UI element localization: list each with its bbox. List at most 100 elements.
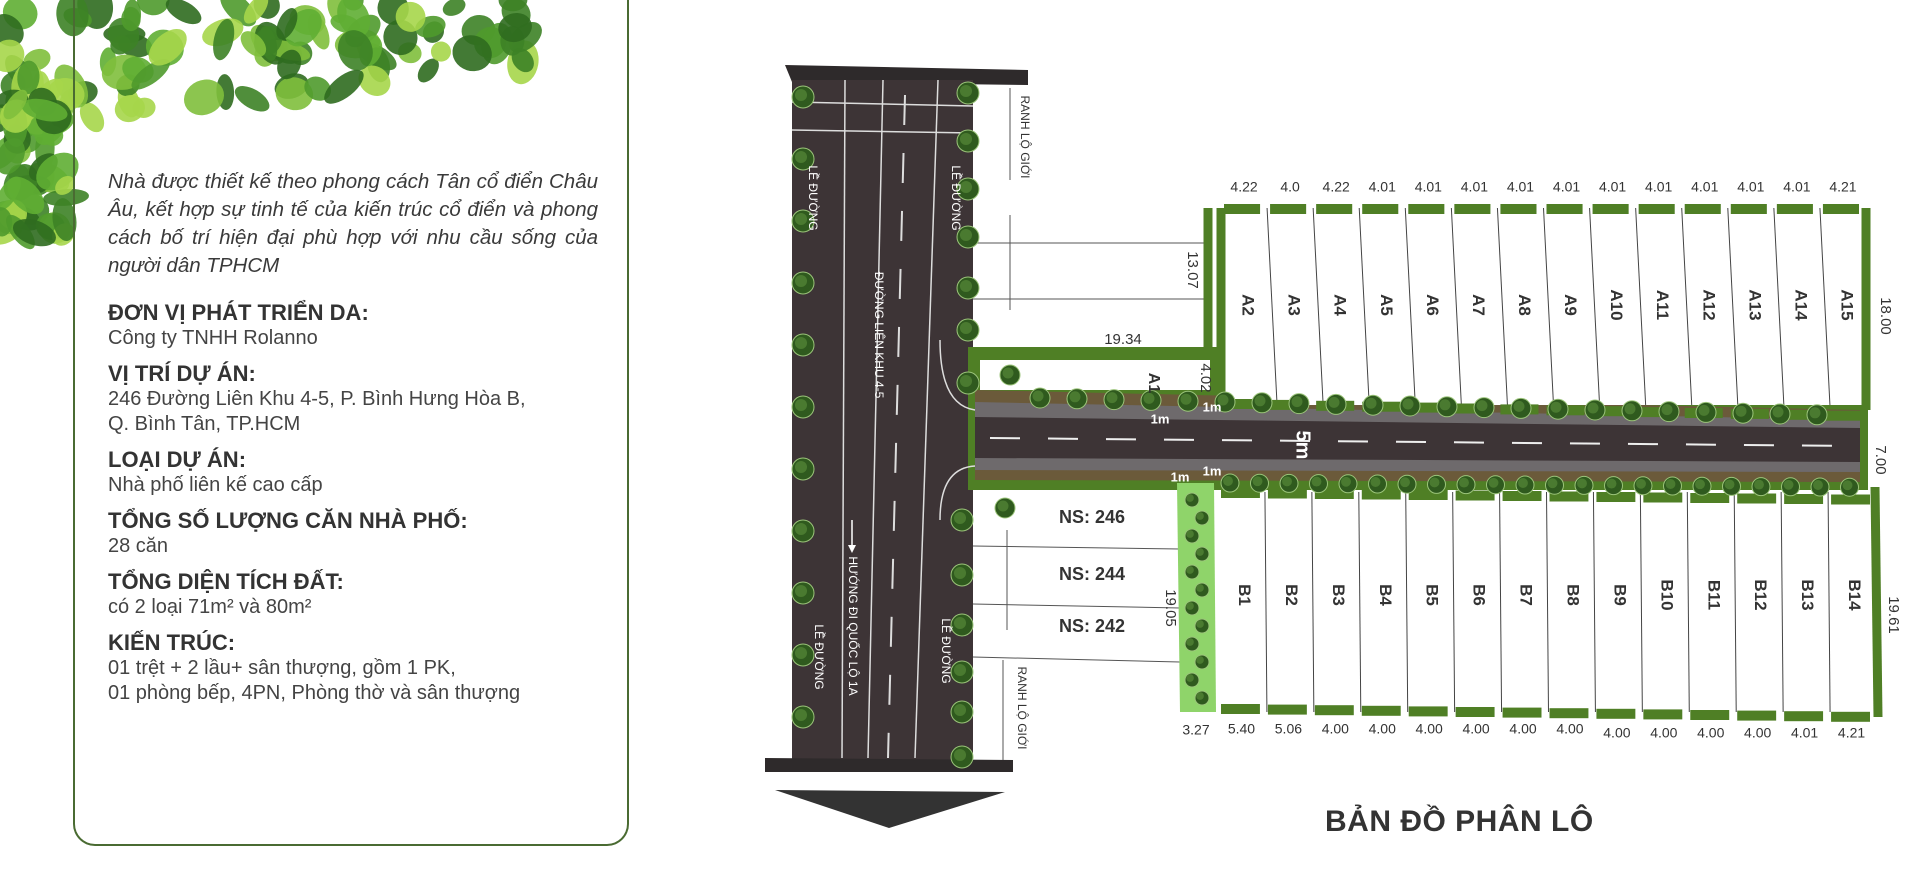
leaf bbox=[417, 58, 439, 83]
tree-leaves-decoration bbox=[0, 0, 542, 250]
lot-label-B11: B11 bbox=[1704, 580, 1723, 610]
b-right-border bbox=[1870, 486, 1883, 718]
tree-highlight bbox=[1636, 478, 1646, 489]
lot-width: 4.01 bbox=[1645, 179, 1672, 195]
lot-rear-bar bbox=[1831, 711, 1870, 722]
lot-divider bbox=[1266, 207, 1278, 406]
tree-highlight bbox=[1842, 480, 1853, 491]
tree-highlight bbox=[959, 84, 973, 98]
tree-icon bbox=[1473, 397, 1495, 419]
leaf bbox=[121, 6, 141, 32]
side-road-width-label: 5m bbox=[1292, 431, 1314, 460]
lot-divider bbox=[1450, 207, 1462, 406]
tree-highlight bbox=[1196, 512, 1204, 520]
lot-front-bar bbox=[1314, 489, 1354, 499]
tree-highlight bbox=[953, 748, 967, 762]
tree-highlight bbox=[1328, 396, 1340, 408]
lot-rear-bar bbox=[1267, 704, 1307, 715]
tree-highlight bbox=[1196, 656, 1204, 664]
tree-icon bbox=[1427, 474, 1446, 494]
b-left-depth-label: 19.05 bbox=[1162, 589, 1179, 627]
lot-label-B2: B2 bbox=[1282, 584, 1301, 606]
lot-divider bbox=[1589, 207, 1601, 406]
lot-front-bar bbox=[1690, 493, 1730, 503]
lot-label-A1: A1 bbox=[1145, 373, 1162, 394]
sidewalk-width-label: 1m bbox=[1203, 399, 1222, 414]
lot-width: 4.01 bbox=[1415, 179, 1442, 195]
lot-front-bar bbox=[1316, 204, 1353, 214]
leaf bbox=[0, 207, 13, 237]
lot-rear-bar bbox=[1638, 407, 1677, 418]
lot-front-bar bbox=[1502, 491, 1542, 501]
plot-line bbox=[972, 545, 1181, 550]
lot-front-bar bbox=[1270, 204, 1307, 214]
lot-width: 5.40 bbox=[1228, 721, 1255, 737]
lot-rear-bar bbox=[1822, 410, 1861, 421]
tree-icon bbox=[1220, 473, 1240, 493]
lot-label-B3: B3 bbox=[1329, 584, 1348, 606]
side-road-total-label: 7.00 bbox=[1872, 445, 1889, 474]
tree-icon bbox=[1456, 475, 1476, 495]
lot-divider bbox=[1264, 491, 1268, 713]
sidewalk-width-label: 1m bbox=[1151, 411, 1170, 426]
tree-highlight bbox=[1577, 478, 1587, 489]
leaf bbox=[55, 175, 75, 195]
side-center-dash bbox=[989, 437, 1856, 447]
lot-label-B8: B8 bbox=[1563, 584, 1582, 606]
tree-highlight bbox=[794, 646, 808, 660]
tree-highlight bbox=[1783, 479, 1794, 490]
lot-front-bar bbox=[1737, 493, 1777, 504]
section-body: Công ty TNHH Rolanno bbox=[108, 327, 318, 349]
tree-highlight bbox=[794, 584, 808, 598]
leaf bbox=[12, 219, 56, 247]
leaf bbox=[498, 12, 532, 43]
lot-width: 4.01 bbox=[1553, 179, 1580, 195]
leaf bbox=[358, 65, 391, 96]
tree-icon bbox=[1194, 510, 1210, 526]
lot-divider bbox=[1543, 207, 1554, 406]
tree-highlight bbox=[1661, 404, 1673, 416]
tree-highlight bbox=[794, 88, 808, 102]
tree-highlight bbox=[1186, 566, 1194, 574]
curb-curve bbox=[939, 465, 976, 521]
lot-label-B9: B9 bbox=[1610, 584, 1629, 606]
tree-icon bbox=[1251, 392, 1273, 414]
tree-icon bbox=[1103, 389, 1125, 411]
lot-label-A5: A5 bbox=[1377, 294, 1396, 316]
lot-label-B4: B4 bbox=[1376, 584, 1395, 606]
tree-highlight bbox=[1724, 479, 1735, 490]
lot-rear-bar bbox=[1502, 707, 1542, 718]
tree-highlight bbox=[959, 374, 973, 388]
tree-highlight bbox=[794, 150, 808, 164]
tree-highlight bbox=[959, 228, 973, 242]
a1-border bbox=[968, 208, 1213, 357]
lot-rear-bar bbox=[1643, 709, 1683, 720]
lot-front-bar bbox=[1408, 490, 1448, 500]
tree-highlight bbox=[1547, 478, 1558, 489]
tree-highlight bbox=[1143, 392, 1155, 404]
tree-highlight bbox=[1186, 494, 1194, 502]
tree-highlight bbox=[794, 212, 808, 226]
tree-icon bbox=[1194, 546, 1210, 562]
tree-highlight bbox=[1459, 477, 1469, 488]
tree-icon bbox=[1584, 399, 1606, 421]
lot-width: 4.01 bbox=[1507, 179, 1534, 195]
tree-highlight bbox=[1698, 404, 1710, 416]
lot-width: 4.01 bbox=[1691, 179, 1718, 195]
leaf bbox=[43, 188, 89, 206]
tree-icon bbox=[950, 745, 974, 769]
tree-icon bbox=[1214, 391, 1236, 413]
lot-label-B10: B10 bbox=[1657, 579, 1676, 610]
tree-icon bbox=[1781, 477, 1800, 497]
lot-width: 4.00 bbox=[1369, 721, 1396, 737]
lot-label-A14: A14 bbox=[1791, 289, 1810, 321]
lot-front-bar bbox=[1546, 204, 1583, 214]
leaf bbox=[240, 31, 267, 57]
lot-divider bbox=[1733, 491, 1737, 713]
lot-width: 4.21 bbox=[1838, 725, 1865, 741]
tree-highlight bbox=[1809, 407, 1821, 419]
lot-label-B1: B1 bbox=[1235, 584, 1254, 606]
tree-highlight bbox=[1513, 400, 1525, 412]
leaf bbox=[511, 48, 534, 73]
